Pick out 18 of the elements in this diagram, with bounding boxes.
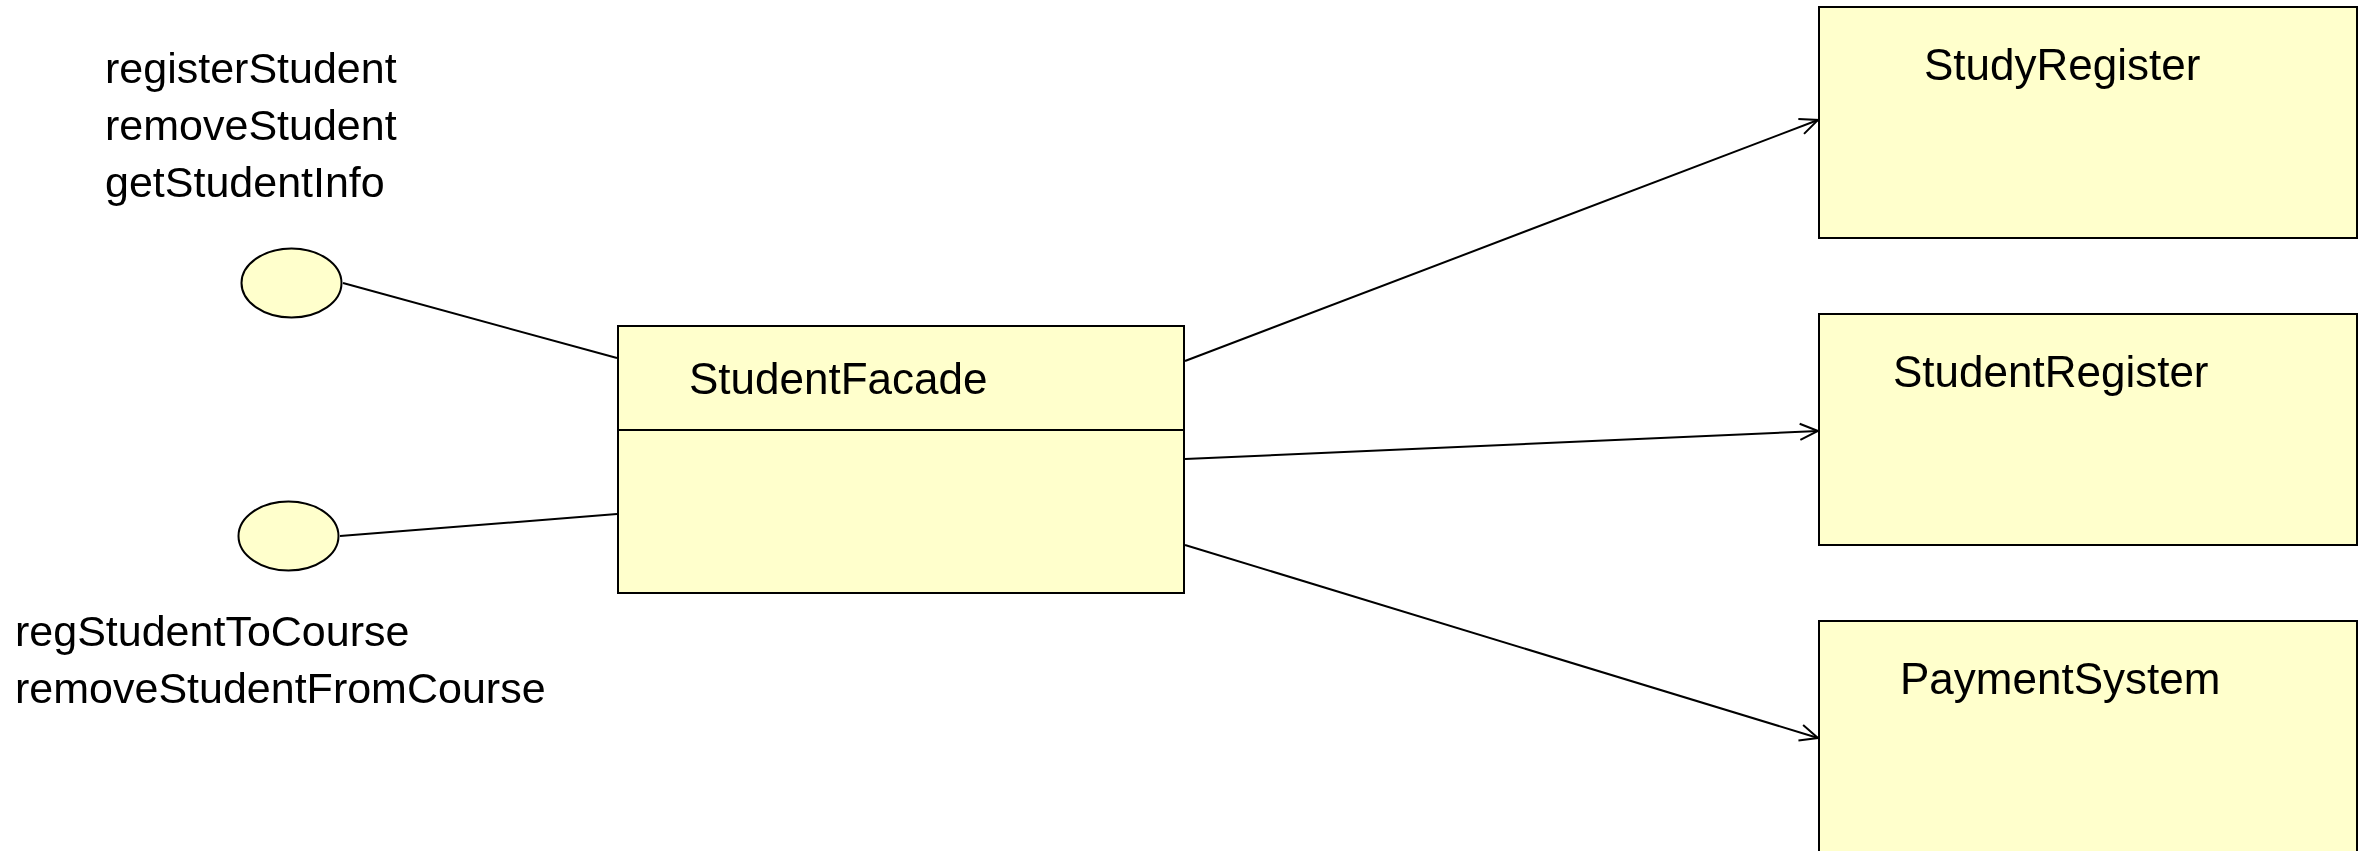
class-box xyxy=(1818,6,2358,239)
connector-line xyxy=(339,513,618,537)
class-name: PaymentSystem xyxy=(1900,654,2221,704)
class-name: StudentFacade xyxy=(689,354,988,404)
class-box xyxy=(1818,620,2358,851)
arrow xyxy=(1184,544,1819,742)
operation-name: removeStudentFromCourse xyxy=(15,663,546,714)
class-box xyxy=(1818,313,2358,546)
class-name: StudyRegister xyxy=(1924,40,2201,90)
operation-name: regStudentToCourse xyxy=(15,606,410,657)
arrow xyxy=(1184,422,1819,460)
class-box xyxy=(617,325,1185,594)
class-name: StudentRegister xyxy=(1893,347,2209,397)
operation-name: registerStudent xyxy=(105,43,397,94)
operation-name: getStudentInfo xyxy=(105,157,385,208)
operation-name: removeStudent xyxy=(105,100,397,151)
connector-line xyxy=(342,282,618,359)
arrow xyxy=(1184,117,1819,362)
